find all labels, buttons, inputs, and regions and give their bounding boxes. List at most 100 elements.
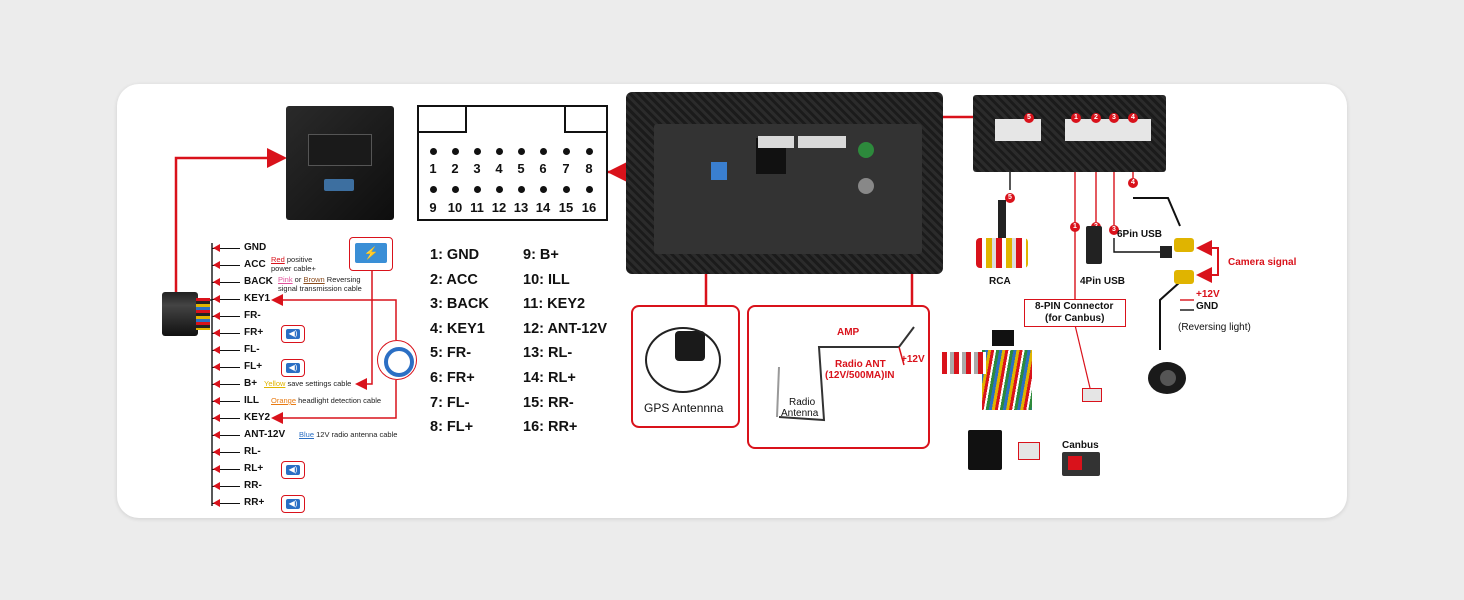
gps-label: GPS Antennna [644,401,724,415]
wire-tick [212,401,240,402]
connector-number-badge: 5 [1005,193,1015,203]
connector-number-badge: 1 [1070,222,1080,232]
wire-tick [212,486,240,487]
wire-tick [212,282,240,283]
pin-list-item: 6: FR+ [430,370,475,386]
pin-list-item: 5: FR- [430,345,472,362]
pin-list-item: 2: ACC [430,271,478,288]
connector-number-badge: 1 [1071,113,1081,123]
rca-label: RCA [989,276,1011,287]
pin-dot [563,186,570,193]
usb6-label: 6Pin USB [1117,229,1163,240]
pin-list-item: 4: KEY1 [430,320,485,337]
wire-arrow [213,465,220,473]
eightpin-line1: 8-PIN Connector [1035,301,1114,312]
wire-label: FR- [244,310,261,321]
wire-label: FL+ [244,361,263,372]
wire-tick [212,452,240,453]
wire-tick [212,503,240,504]
pin-list-item: 15: RR- [523,394,574,411]
wire-note: Yellow save settings cable [264,379,352,388]
wire-arrow [213,448,220,456]
wire-tick [212,367,240,368]
amp-label: AMP [837,327,860,338]
wire-tick [212,350,240,351]
wire-tick [212,265,240,266]
wire-label: RL- [244,446,261,457]
reversing-light-label: (Reversing light) [1178,322,1251,333]
pin-dot [430,148,437,155]
socket-photo [286,106,394,220]
pin-dot [474,148,481,155]
pin-dot [586,148,593,155]
pin-dot [518,186,525,193]
pin-number: 8 [585,161,593,176]
head-unit-photo [626,92,943,274]
camera-plug2-icon [1174,270,1194,284]
wire-arrow [213,312,220,320]
radio-ant-line1: Radio ANT [835,359,886,370]
pin-list-item: 3: BACK [430,296,489,313]
wire-note: Orange headlight detection cable [271,396,382,405]
pin-number: 2 [451,161,459,176]
radio-ant-line2: (12V/500MA)IN [825,370,895,381]
usb4-cable-icon [1086,226,1102,264]
pin-dot [496,186,503,193]
connector-number-badge: 3 [1109,225,1119,235]
wire-label: FR+ [244,327,264,338]
camera-signal-label: Camera signal [1228,257,1297,268]
wire-tick [212,316,240,317]
wire-arrow [213,244,220,252]
pin-diagram [417,105,608,221]
speaker-icon: ◀) [281,461,305,479]
radio-wires [776,326,915,422]
gps-box: GPS Antennna [631,305,740,428]
wire-arrow [213,278,220,286]
pin-dot [563,148,570,155]
wire-label: KEY1 [244,293,271,304]
wire-arrow [213,482,220,490]
pin-number: 10 [447,200,463,215]
usb6-connector-icon [1160,246,1172,258]
wire-arrow [213,329,220,337]
pin-number: 12 [491,200,507,215]
wire-tick [212,469,240,470]
wire-label: GND [244,242,267,253]
wire-label: KEY2 [244,412,271,423]
wire-arrow [213,431,220,439]
wire-label: FL- [244,344,260,355]
wire-arrow [213,380,220,388]
pin-number: 11 [470,200,484,215]
camera-gnd-label: GND [1196,301,1219,312]
wire-label: RR+ [244,497,265,508]
rca-cable-photo [972,200,1032,272]
radio-box: AMP Radio ANT (12V/500MA)IN +12V Radio A… [747,305,930,449]
radio-12v: +12V [901,354,925,365]
wire-tick [212,384,240,385]
connector-number-badge: 4 [1128,113,1138,123]
connector-block-photo [973,95,1166,172]
steering-wheel-icon [377,340,417,380]
radio-antenna-line1: Radio [789,397,816,408]
wire-arrow [213,346,220,354]
pin-number: 5 [517,161,525,176]
pin-dot [496,148,503,155]
wire-label: RL+ [244,463,264,474]
radio-antenna-line2: Antenna [781,408,819,419]
pin-list-item: 16: RR+ [523,419,578,436]
canbus-box-icon [1062,452,1100,476]
pin-list-item: 8: FL+ [430,419,474,436]
pin-list-item: 14: RL+ [523,370,576,386]
pin-dot [430,186,437,193]
wire-arrow [213,261,220,269]
connector-number-badge: 2 [1091,113,1101,123]
pin-dot [452,148,459,155]
eightpin-line2: (for Canbus) [1045,313,1105,324]
pin-number: 3 [473,161,481,176]
wire-label: ANT-12V [244,429,286,440]
wire-note: Blue 12V radio antenna cable [299,430,398,439]
speaker-icon: ◀) [281,325,305,343]
pin-list-item: 1: GND [430,247,480,263]
pin-number: 1 [429,161,437,176]
